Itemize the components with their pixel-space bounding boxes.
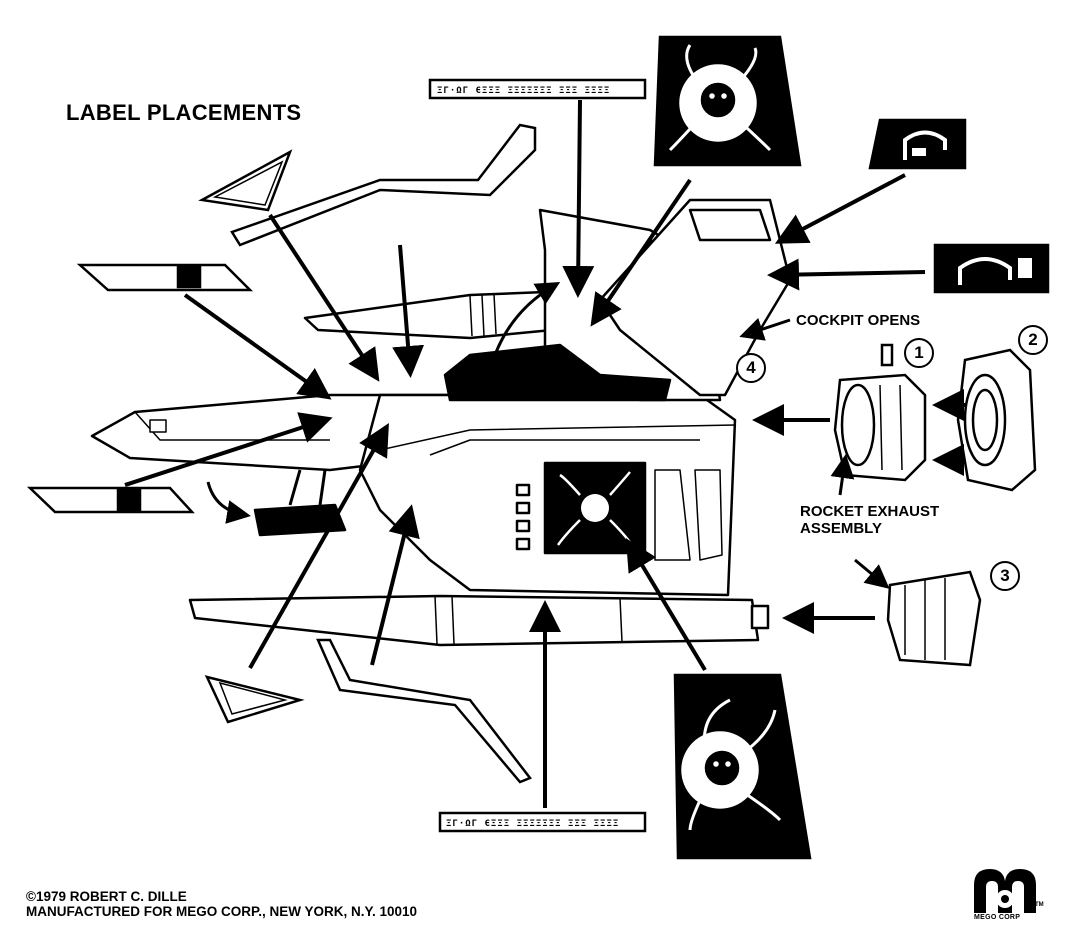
arrow-zigzag-lower	[370, 504, 420, 666]
hook-decal-upper	[868, 118, 967, 170]
lower-wing-pod	[188, 594, 760, 647]
decal-strip-bottom	[438, 811, 647, 833]
arrow-stripe-upper	[183, 293, 332, 400]
decal-zigzag-upper	[230, 123, 537, 247]
cockpit-callout-arrow	[739, 317, 791, 341]
rocket-exhaust-label: ROCKET EXHAUST ASSEMBLY	[800, 503, 939, 537]
logo-trademark: TM	[1035, 902, 1044, 908]
arrow-hook-upper	[774, 173, 906, 244]
copyright-line1: ©1979 ROBERT C. DILLE	[26, 889, 187, 904]
decal-strip-top-text: ΞΓ·ΩΓ ЄΞΞΞ ΞΞΞΞΞΞΞ ΞΞΞ ΞΞΞΞ	[437, 86, 610, 96]
arrow-strip-top	[562, 99, 595, 298]
decal-zigzag-lower	[316, 638, 532, 784]
cockpit-open-arrow	[483, 281, 561, 396]
decal-stripe-upper	[76, 263, 254, 292]
step-number-2: 2	[1018, 325, 1048, 355]
cockpit-opens-label: COCKPIT OPENS	[796, 312, 921, 329]
mego-logo	[974, 869, 1036, 913]
logo-wordmark: MEGO CORP	[974, 914, 1021, 921]
arrow-skull-bottom	[625, 538, 707, 672]
part3-callout-arrow	[854, 558, 890, 589]
arrow-skull-top	[590, 178, 692, 327]
arrow-stripe-lower	[124, 412, 333, 487]
step-number-1: 1	[904, 338, 934, 368]
landing-gear	[253, 503, 347, 537]
exhaust-callout-arrow	[830, 454, 855, 496]
motion-arrows	[206, 281, 890, 589]
hook-decal-lower	[933, 243, 1050, 294]
page-title: LABEL PLACEMENTS	[66, 100, 302, 125]
copyright-block: ©1979 ROBERT C. DILLE MANUFACTURED FOR M…	[26, 889, 417, 919]
cockpit-well	[443, 343, 672, 402]
arrow-triangle-lower	[248, 423, 389, 669]
placement-arrows	[124, 99, 965, 808]
step-number-3: 3	[990, 561, 1020, 591]
arrow-hook-lower	[767, 258, 926, 291]
arrow-triangle-upper	[268, 213, 380, 382]
gear-fold-arrow	[206, 481, 251, 524]
exhaust-parts	[833, 343, 1037, 667]
decal-strip-bottom-text: ΞΓ·ΩΓ ЄΞΞΞ ΞΞΞΞΞΞΞ ΞΞΞ ΞΞΞΞ	[446, 819, 619, 829]
decal-strip-top	[428, 78, 647, 100]
step-number-4: 4	[736, 353, 766, 383]
rocket-exhaust-line2: ASSEMBLY	[800, 520, 882, 537]
decals: ΞΓ·ΩΓ ЄΞΞΞ ΞΞΞΞΞΞΞ ΞΞΞ ΞΞΞΞ ΞΓ·ΩΓ ЄΞΞΞ Ξ…	[26, 35, 1050, 860]
decal-stripe-lower	[26, 486, 195, 514]
rocket-exhaust-line1: ROCKET EXHAUST	[800, 503, 940, 520]
copyright-line2: MANUFACTURED FOR MEGO CORP., NEW YORK, N…	[26, 904, 418, 919]
exhaust-part-3	[886, 570, 982, 667]
ship-body	[90, 198, 792, 647]
upper-wing-pod	[303, 290, 554, 340]
arrow-zigzag-upper	[392, 244, 425, 378]
